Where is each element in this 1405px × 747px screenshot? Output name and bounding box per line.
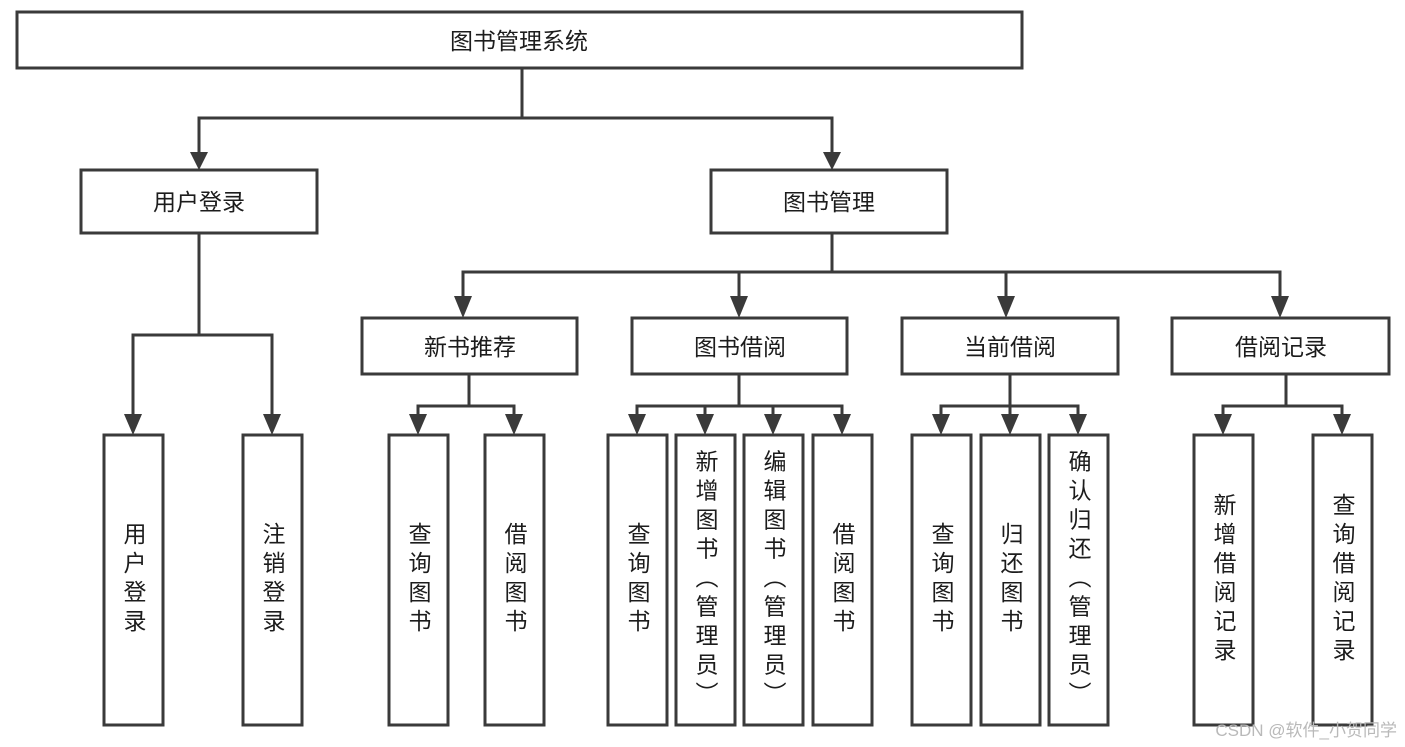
node-leaf-1[interactable]: 用户登录	[102, 433, 165, 727]
node-leaf-3-label: 查询图书	[405, 522, 432, 638]
node-current-box[interactable]	[900, 316, 1120, 376]
node-leaf-11-box[interactable]	[1047, 433, 1110, 727]
arrow-leaf-3	[409, 414, 427, 435]
node-leaf-3-box[interactable]	[387, 433, 450, 727]
node-leaf-2-label: 注销登录	[259, 522, 286, 638]
node-newbook[interactable]: 新书推荐	[360, 316, 579, 376]
node-bookmgmt[interactable]: 图书管理	[709, 168, 949, 235]
node-bookmgmt-box[interactable]	[709, 168, 949, 235]
node-leaf-7[interactable]: 编辑图书（管理员）	[742, 433, 805, 727]
node-root-label: 图书管理系统	[450, 28, 588, 54]
arrow-leaf-11	[1069, 414, 1087, 435]
arrow-leaf-4	[505, 414, 523, 435]
node-newbook-label: 新书推荐	[424, 334, 516, 360]
arrow-leaf-10	[1001, 414, 1019, 435]
node-leaf-9-label: 查询图书	[928, 522, 955, 638]
node-leaf-8-box[interactable]	[811, 433, 874, 727]
node-records-label: 借阅记录	[1235, 334, 1327, 360]
arrow-leaf-12	[1214, 414, 1232, 435]
arrow-leaf-13	[1333, 414, 1351, 435]
node-leaf-6[interactable]: 新增图书（管理员）	[674, 433, 737, 727]
node-leaf-10-box[interactable]	[979, 433, 1042, 727]
node-leaf-4-box[interactable]	[483, 433, 546, 727]
node-leaf-7-label: 编辑图书（管理员）	[760, 450, 787, 711]
arrow-to-login	[190, 152, 208, 170]
arrow-leaf-9	[932, 414, 950, 435]
node-leaf-11[interactable]: 确认归还（管理员）	[1047, 433, 1110, 727]
node-leaf-8[interactable]: 借阅图书	[811, 433, 874, 727]
node-leaf-2[interactable]: 注销登录	[241, 433, 304, 727]
node-leaf-1-box[interactable]	[102, 433, 165, 727]
node-current[interactable]: 当前借阅	[900, 316, 1120, 376]
node-leaf-10-label: 归还图书	[997, 522, 1024, 638]
node-newbook-box[interactable]	[360, 316, 579, 376]
arrow-leaf-7	[764, 414, 782, 435]
arrow-leaf-8	[833, 414, 851, 435]
node-leaf-7-box[interactable]	[742, 433, 805, 727]
arrow-leaf-6	[696, 414, 714, 435]
node-login[interactable]: 用户登录	[79, 168, 319, 235]
node-leaf-12[interactable]: 新增借阅记录	[1192, 433, 1255, 727]
arrow-leaf-1	[124, 414, 142, 435]
node-records-box[interactable]	[1170, 316, 1391, 376]
node-leaf-6-label: 新增图书（管理员）	[692, 450, 719, 711]
node-leaf-9-box[interactable]	[910, 433, 973, 727]
node-leaf-3[interactable]: 查询图书	[387, 433, 450, 727]
arrow-to-records	[1271, 296, 1289, 318]
node-leaf-6-box[interactable]	[674, 433, 737, 727]
node-leaf-13-label: 查询借阅记录	[1329, 493, 1356, 667]
node-borrow[interactable]: 图书借阅	[630, 316, 849, 376]
node-leaf-12-box[interactable]	[1192, 433, 1255, 727]
arrow-leaf-2	[263, 414, 281, 435]
node-leaf-2-box[interactable]	[241, 433, 304, 727]
node-current-label: 当前借阅	[964, 334, 1056, 360]
arrow-leaf-5	[628, 414, 646, 435]
node-root[interactable]: 图书管理系统	[15, 10, 1024, 70]
node-bookmgmt-label: 图书管理	[783, 189, 875, 215]
csdn-watermark: CSDN @软件_小贺同学	[1215, 721, 1397, 740]
node-leaf-8-label: 借阅图书	[829, 522, 856, 638]
node-leaf-10[interactable]: 归还图书	[979, 433, 1042, 727]
node-root-box[interactable]	[15, 10, 1024, 70]
node-borrow-label: 图书借阅	[694, 334, 786, 360]
arrow-to-newbook	[454, 296, 472, 318]
arrow-to-borrow	[730, 296, 748, 318]
node-leaf-13[interactable]: 查询借阅记录	[1311, 433, 1374, 727]
arrow-to-bookmgmt	[823, 152, 841, 170]
node-login-box[interactable]	[79, 168, 319, 235]
node-leaf-4[interactable]: 借阅图书	[483, 433, 546, 727]
node-leaf-5[interactable]: 查询图书	[606, 433, 669, 727]
node-leaf-5-box[interactable]	[606, 433, 669, 727]
node-leaf-13-box[interactable]	[1311, 433, 1374, 727]
node-leaf-4-label: 借阅图书	[501, 522, 528, 638]
node-leaf-5-label: 查询图书	[624, 522, 651, 638]
node-leaf-1-label: 用户登录	[120, 522, 147, 638]
node-borrow-box[interactable]	[630, 316, 849, 376]
node-leaf-12-label: 新增借阅记录	[1210, 493, 1237, 667]
node-login-label: 用户登录	[153, 189, 245, 215]
node-records[interactable]: 借阅记录	[1170, 316, 1391, 376]
node-leaf-11-label: 确认归还（管理员）	[1065, 450, 1092, 711]
arrow-to-current	[997, 296, 1015, 318]
node-leaf-9[interactable]: 查询图书	[910, 433, 973, 727]
connector-layer	[124, 66, 1351, 435]
